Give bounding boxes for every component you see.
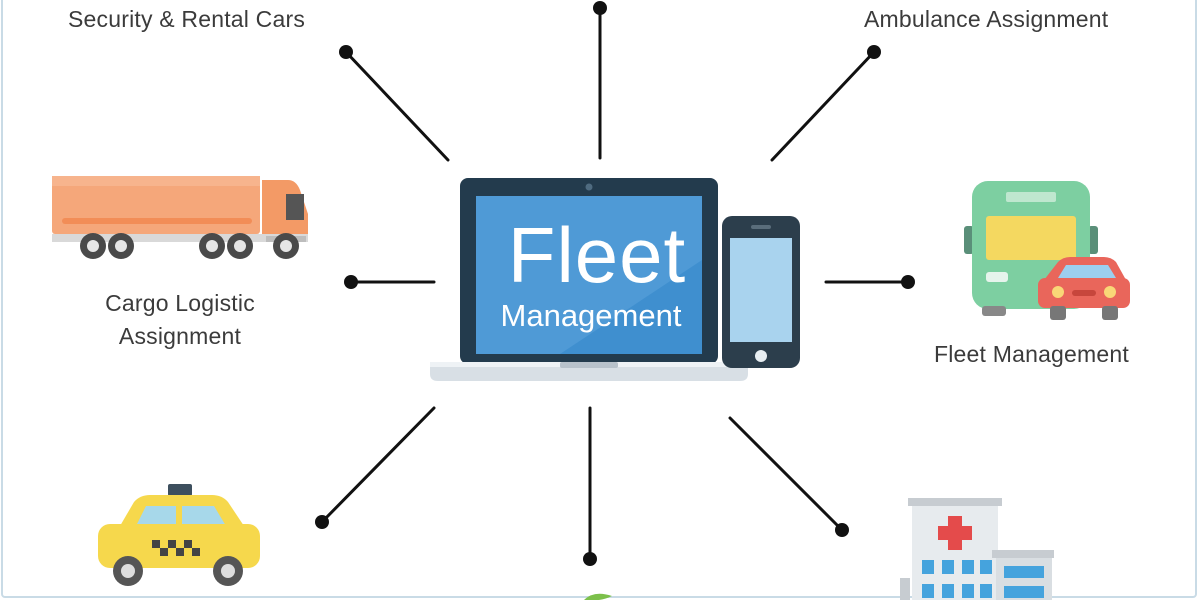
truck-icon (52, 176, 308, 259)
label-cargo-logistic-assignment: Cargo Logistic Assignment (105, 290, 255, 349)
dot-top (593, 1, 607, 15)
taxi-icon (98, 484, 260, 586)
hospital-icon (900, 498, 1054, 600)
dot-top-right (867, 45, 881, 59)
car-icon (1038, 257, 1130, 320)
screen-title-management: Management (500, 298, 682, 333)
connector-top-left (344, 50, 450, 162)
label-security-rental-cars: Security & Rental Cars (68, 6, 306, 32)
connector-bottom-right (728, 416, 844, 532)
connector-top-right (770, 50, 876, 162)
laptop-icon (430, 178, 748, 381)
screen-title-fleet: Fleet (507, 211, 687, 299)
dot-top-left (339, 45, 353, 59)
dot-right (901, 275, 915, 289)
label-ambulance-assignment: Ambulance Assignment (864, 6, 1109, 32)
leaf-icon (584, 593, 612, 600)
connector-lines (320, 6, 910, 561)
dot-bottom (583, 552, 597, 566)
smartphone-icon (722, 216, 800, 368)
dot-bottom-left (315, 515, 329, 529)
connector-dots (315, 1, 915, 566)
label-fleet-management: Fleet Management (934, 341, 1129, 367)
dot-left (344, 275, 358, 289)
connector-bottom-left (320, 406, 436, 524)
dot-bottom-right (835, 523, 849, 537)
